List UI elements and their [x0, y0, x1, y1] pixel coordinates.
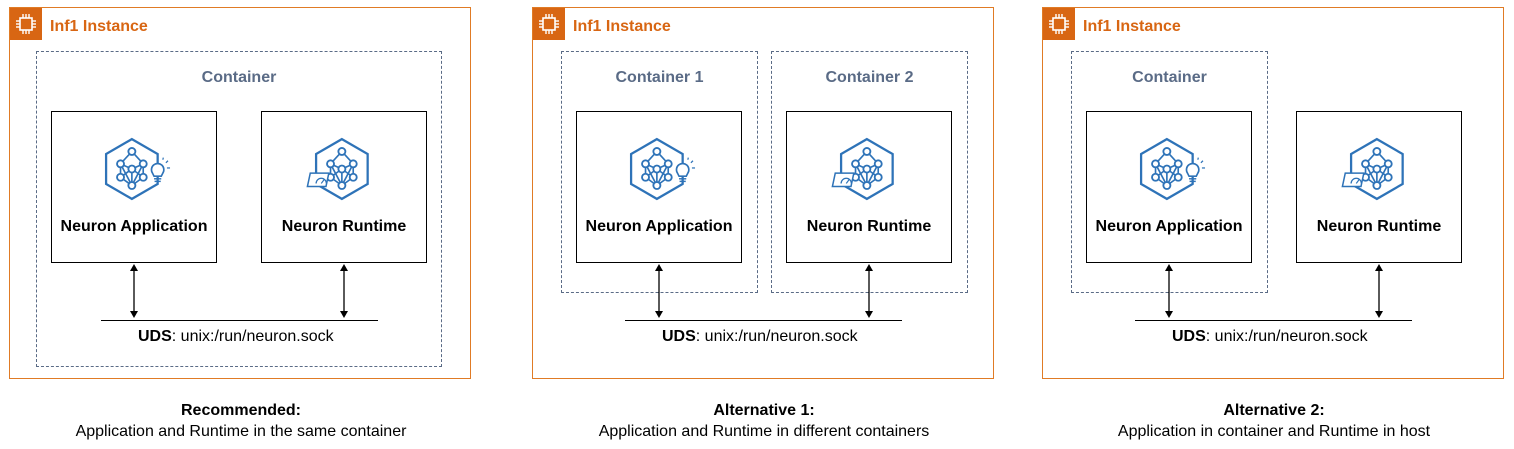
neural-network-gauge-icon	[306, 137, 369, 201]
container-2-title: Container 2	[825, 69, 914, 86]
container-title: Container	[201, 69, 277, 86]
uds-bold: UDS	[1172, 328, 1206, 345]
runtime-socket-arrow	[1375, 264, 1383, 318]
instance-title: Inf1 Instance	[50, 18, 148, 35]
chip-icon	[533, 8, 565, 40]
neural-network-gauge-icon	[831, 137, 894, 201]
instance-title: Inf1 Instance	[573, 18, 671, 35]
instance-box: Inf1 Instance	[9, 7, 471, 379]
neuron-application-box: Neuron Application	[1086, 111, 1252, 263]
app-socket-arrow	[655, 264, 663, 318]
uds-socket-label: UDS: unix:/run/neuron.sock	[662, 328, 858, 346]
neuron-application-box: Neuron Application	[576, 111, 742, 263]
caption-title: Recommended:	[180, 402, 302, 419]
caption-alternative-2: Alternative 2: Application in container …	[1042, 400, 1506, 442]
neuron-application-box: Neuron Application	[51, 111, 217, 263]
neuron-runtime-box: Neuron Runtime	[786, 111, 952, 263]
uds-path: : unix:/run/neuron.sock	[171, 328, 334, 345]
neural-network-bulb-icon	[629, 137, 696, 201]
instance-box: Inf1 Instance	[1042, 7, 1504, 379]
runtime-label: Neuron Runtime	[281, 218, 407, 235]
runtime-label: Neuron Runtime	[1316, 218, 1442, 235]
uds-socket-label: UDS: unix:/run/neuron.sock	[138, 328, 334, 346]
uds-bold: UDS	[138, 328, 172, 345]
container-box: Container	[36, 51, 442, 367]
application-label: Neuron Application	[60, 218, 208, 235]
runtime-label: Neuron Runtime	[806, 218, 932, 235]
instance-box: Inf1 Instance	[532, 7, 994, 379]
caption-text: Application and Runtime in the same cont…	[75, 423, 407, 440]
caption-recommended: Recommended: Application and Runtime in …	[9, 400, 473, 442]
panel-alternative-1: Inf1 Instance Container 1 Container 2 Ne…	[532, 7, 996, 381]
caption-alternative-1: Alternative 1: Application and Runtime i…	[532, 400, 996, 442]
neuron-runtime-box: Neuron Runtime	[261, 111, 427, 263]
runtime-socket-arrow	[340, 264, 348, 318]
chip-icon	[10, 8, 42, 40]
uds-bus-line	[625, 320, 902, 321]
uds-path: : unix:/run/neuron.sock	[695, 328, 858, 345]
neuron-runtime-box: Neuron Runtime	[1296, 111, 1462, 263]
chip-icon	[1043, 8, 1075, 40]
uds-socket-label: UDS: unix:/run/neuron.sock	[1172, 328, 1368, 346]
application-label: Neuron Application	[585, 218, 733, 235]
uds-bold: UDS	[662, 328, 696, 345]
uds-bus-line	[1135, 320, 1412, 321]
caption-text: Application and Runtime in different con…	[598, 423, 930, 440]
neural-network-bulb-icon	[104, 137, 171, 201]
instance-title: Inf1 Instance	[1083, 18, 1181, 35]
neural-network-gauge-icon	[1341, 137, 1404, 201]
neural-network-bulb-icon	[1139, 137, 1206, 201]
caption-title: Alternative 1:	[713, 402, 815, 419]
app-socket-arrow	[130, 264, 138, 318]
runtime-socket-arrow	[865, 264, 873, 318]
panel-recommended: Inf1 Instance Container Neuron Applicati…	[9, 7, 473, 381]
caption-text: Application in container and Runtime in …	[1117, 423, 1431, 440]
container-1-title: Container 1	[615, 69, 704, 86]
container-title: Container	[1132, 69, 1207, 86]
panel-alternative-2: Inf1 Instance Container Neuron Applicati…	[1042, 7, 1506, 381]
uds-bus-line	[101, 320, 378, 321]
uds-path: : unix:/run/neuron.sock	[1205, 328, 1368, 345]
app-socket-arrow	[1165, 264, 1173, 318]
application-label: Neuron Application	[1095, 218, 1243, 235]
caption-title: Alternative 2:	[1223, 402, 1325, 419]
